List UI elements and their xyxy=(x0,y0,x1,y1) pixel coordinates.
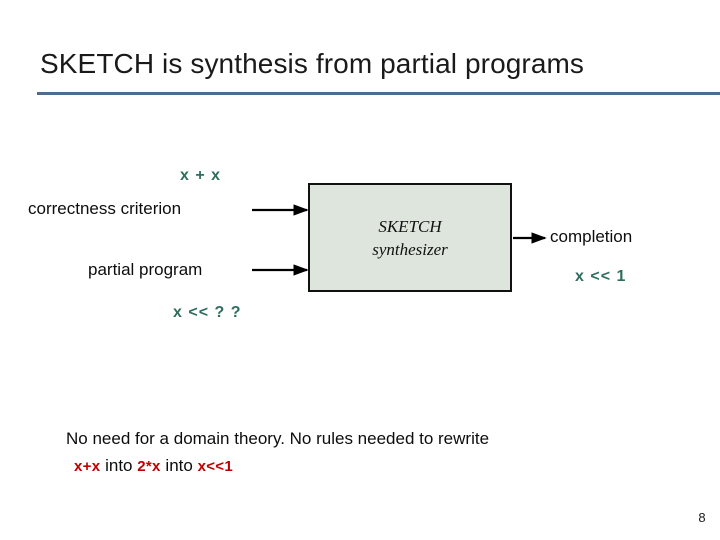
page-number: 8 xyxy=(698,510,706,525)
note-connector-1: into xyxy=(105,456,133,475)
note-line-2: x+x into 2*x into x<<1 xyxy=(66,452,686,480)
note-term-3: x<<1 xyxy=(197,458,233,475)
page-title: SKETCH is synthesis from partial program… xyxy=(40,48,585,79)
note-connector-2: into xyxy=(165,456,193,475)
output-code-completion: x << 1 xyxy=(575,268,627,285)
slide-note: No need for a domain theory. No rules ne… xyxy=(66,425,686,480)
note-term-1: x+x xyxy=(74,458,101,475)
input-code-correctness: x + x xyxy=(180,167,222,184)
note-line-1: No need for a domain theory. No rules ne… xyxy=(66,429,490,448)
input-code-partial-program: x << ? ? xyxy=(173,304,242,321)
output-label-completion: completion xyxy=(550,227,633,246)
sketch-synthesizer-box: SKETCH synthesizer xyxy=(308,183,512,292)
input-label-correctness-criterion: correctness criterion xyxy=(28,199,182,218)
synthesizer-title-line2: synthesizer xyxy=(372,239,448,259)
input-label-partial-program: partial program xyxy=(88,260,203,279)
note-term-2: 2*x xyxy=(137,458,161,475)
title-divider xyxy=(37,92,720,95)
synthesizer-title-line1: SKETCH xyxy=(378,216,442,236)
